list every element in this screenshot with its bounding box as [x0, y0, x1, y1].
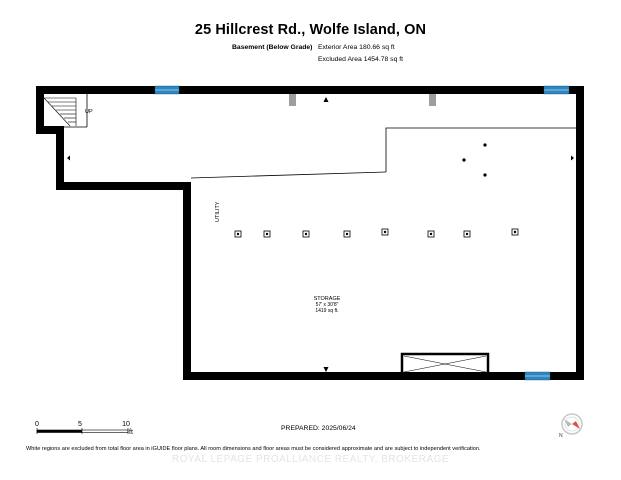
exterior-area: Exterior Area 180.66 sq ft — [318, 44, 395, 51]
light-fixture-dot — [513, 230, 517, 234]
windows — [154, 85, 570, 381]
light-fixture-icon — [234, 228, 519, 238]
scale-bar: 0 5 10 ft — [35, 421, 133, 436]
plan-title: 25 Hillcrest Rd., Wolfe Island, ON — [194, 22, 427, 38]
storage-area: 1419 sq ft. — [315, 308, 338, 314]
light-fixture-dot — [345, 232, 349, 236]
scale-label-0: 0 — [35, 421, 39, 428]
stairs — [43, 97, 77, 127]
light-fixture-icon — [511, 228, 519, 236]
stairs-up-label: UP — [85, 109, 93, 115]
compass-icon: N — [559, 413, 583, 439]
light-fixture-icon — [381, 228, 389, 236]
svg-text:N: N — [559, 433, 563, 439]
column-right — [429, 94, 436, 106]
watermark: ROYAL LEPAGE PROALLIANCE REALTY, BROKERA… — [171, 454, 450, 465]
light-fixture-dot — [429, 232, 433, 236]
storage-dimensions: 57' x 30'8" — [316, 302, 339, 308]
scale-label-10: 10 — [122, 421, 130, 428]
footnote: White regions are excluded from total fl… — [26, 446, 481, 452]
scale-label-5: 5 — [78, 421, 82, 428]
light-fixture-icon — [263, 230, 271, 238]
exterior-walls — [36, 86, 584, 380]
light-fixture-icon — [302, 230, 310, 238]
light-fixture-dot — [236, 232, 240, 236]
triangle-marker-icon — [67, 97, 574, 372]
light-fixture-dot — [265, 232, 269, 236]
utility-label: UTILITY — [215, 201, 221, 222]
prepared-date: PREPARED: 2025/06/24 — [281, 425, 356, 432]
light-fixture-dot — [465, 232, 469, 236]
light-fixture-icon — [427, 230, 435, 238]
light-fixture-icon — [234, 230, 242, 238]
column-left — [289, 94, 296, 106]
light-fixture-dot — [304, 232, 308, 236]
bulkhead-box — [400, 352, 490, 376]
excluded-area: Excluded Area 1454.78 sq ft — [318, 56, 404, 63]
light-fixture-dot — [383, 230, 387, 234]
storage-name: STORAGE — [314, 296, 341, 302]
point-fixtures — [462, 143, 487, 177]
interior-boundary — [385, 127, 576, 172]
scale-unit: ft — [129, 429, 133, 436]
light-fixture-icon — [343, 230, 351, 238]
level-label: Basement (Below Grade) — [232, 44, 313, 51]
storage-boundary — [190, 171, 387, 179]
light-fixture-icon — [463, 230, 471, 238]
